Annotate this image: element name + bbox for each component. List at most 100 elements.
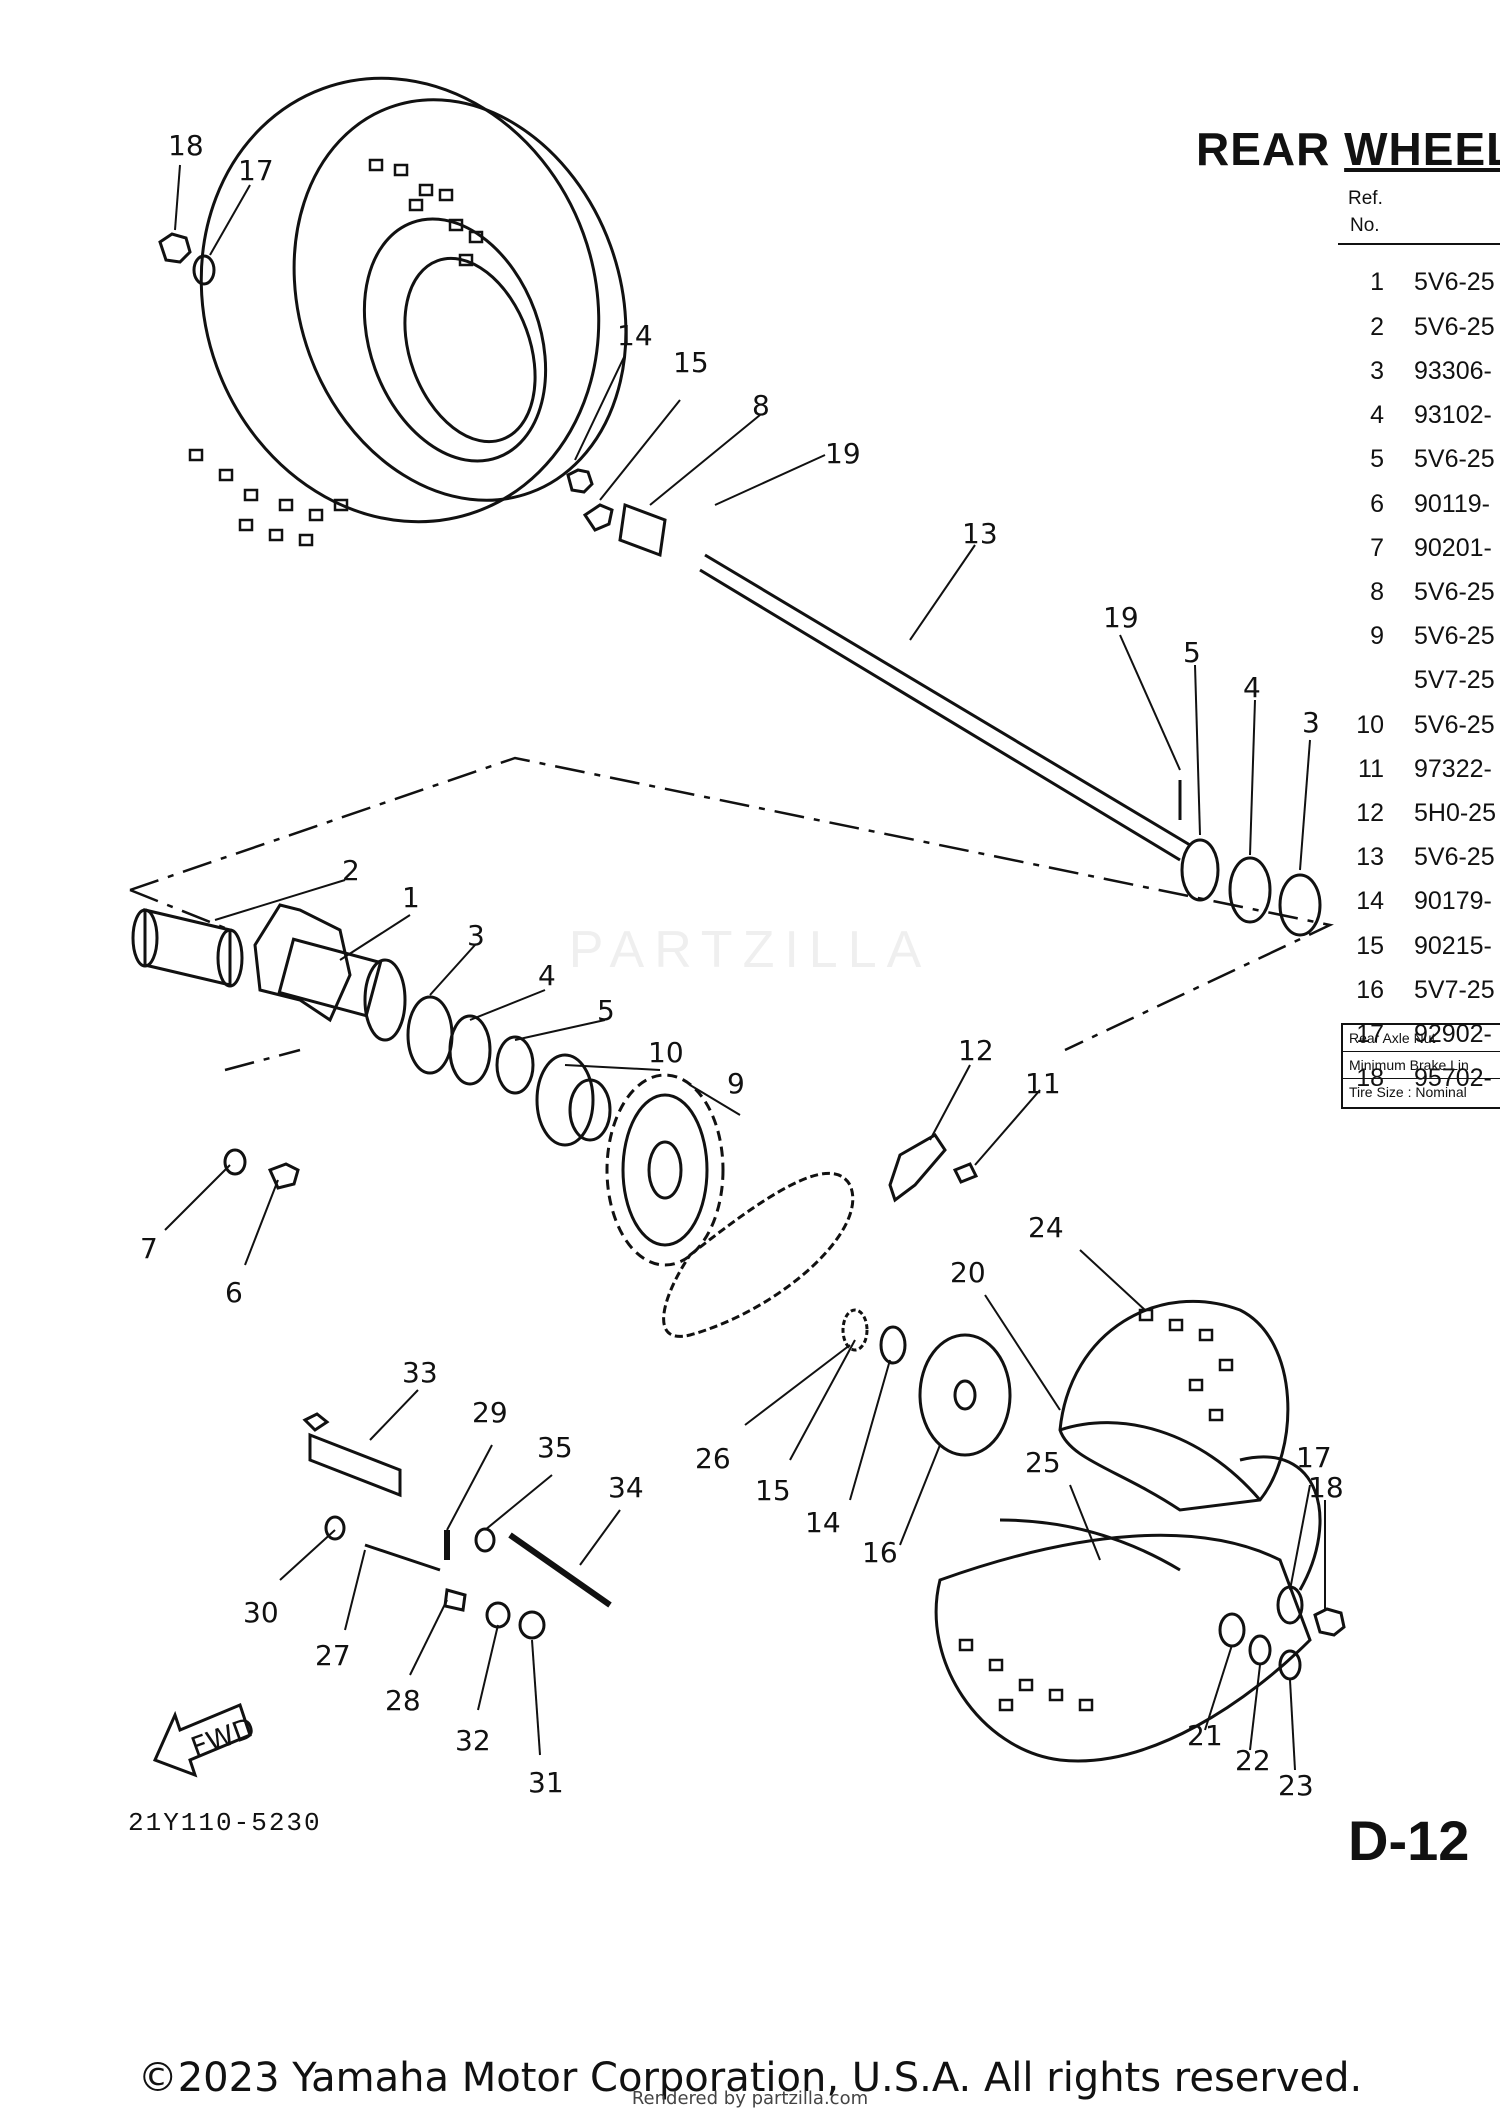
callout: 30	[243, 1596, 279, 1629]
tire-right-rim-front	[1058, 1299, 1290, 1512]
washer-32	[485, 1601, 511, 1629]
drive-sprocket-15	[841, 1308, 869, 1352]
nut-14	[879, 1325, 907, 1365]
washer-35	[474, 1527, 496, 1553]
callout: 21	[1187, 1719, 1223, 1752]
ref-number: 12	[1356, 799, 1384, 827]
bolt-34	[508, 1532, 612, 1608]
bearing-5-left	[495, 1035, 535, 1095]
rear-axle	[566, 468, 1191, 862]
bracket-12	[888, 1133, 947, 1203]
washer-30	[324, 1515, 346, 1541]
ref-header: Ref.	[1348, 188, 1383, 209]
callout: 6	[225, 1276, 243, 1309]
washer-21	[1218, 1612, 1246, 1648]
callout: 18	[168, 129, 204, 162]
callout: 18	[1308, 1471, 1344, 1504]
tire-left	[188, 76, 628, 547]
part-number: 5V6-25	[1414, 843, 1495, 871]
bolt-27	[364, 1543, 441, 1572]
bolt-11	[952, 1162, 979, 1184]
callout: 8	[752, 389, 770, 422]
callout: 12	[958, 1034, 994, 1067]
callout: 26	[695, 1442, 731, 1475]
bolt-28	[443, 1588, 467, 1612]
callout: 14	[617, 319, 653, 352]
collar-2	[131, 908, 244, 988]
nut-31	[518, 1610, 546, 1640]
callout: 16	[862, 1536, 898, 1569]
ref-number: 4	[1370, 401, 1384, 429]
ref-number: 1	[1370, 268, 1384, 296]
part-number: 97322-	[1414, 755, 1492, 783]
rear-sprocket-9	[605, 1073, 725, 1267]
ref-number: 7	[1370, 534, 1384, 562]
callout: 33	[402, 1356, 438, 1389]
part-number: 5V6-25	[1414, 313, 1495, 341]
part-number: 5V6-25	[1414, 622, 1495, 650]
rendered-by: Rendered by partzilla.com	[631, 2088, 869, 2109]
part-number: 93102-	[1414, 401, 1492, 429]
page-title: REAR WHEEL	[1196, 122, 1500, 176]
spec-line: Tire Size : Nominal	[1349, 1084, 1467, 1100]
callout: 25	[1025, 1446, 1061, 1479]
copyright: ©2023 Yamaha Motor Corporation, U.S.A. A…	[137, 2055, 1363, 2101]
ref-number: 2	[1370, 313, 1384, 341]
part-number: 5V7-25	[1414, 666, 1495, 694]
part-number: 5V6-25	[1414, 711, 1495, 739]
part-number: 5V6-25	[1414, 445, 1495, 473]
callout: 7	[140, 1232, 158, 1265]
callout: 15	[673, 346, 709, 379]
ref-number: 11	[1358, 755, 1384, 783]
part-number: 5V7-25	[1414, 976, 1495, 1004]
part-number: 90179-	[1414, 887, 1492, 915]
fwd-label: FWD	[187, 1711, 260, 1764]
callout: 13	[962, 517, 998, 550]
axle-hub-1	[253, 903, 407, 1042]
ref-number: 8	[1370, 578, 1384, 606]
callout: 28	[385, 1684, 421, 1717]
callout: 29	[472, 1396, 508, 1429]
callout: 35	[537, 1431, 573, 1464]
washer-22	[1248, 1634, 1272, 1666]
nut-23	[1278, 1649, 1302, 1681]
ref-number: 13	[1356, 843, 1384, 871]
part-number: 90215-	[1414, 932, 1492, 960]
fwd-arrow-icon	[152, 1702, 252, 1778]
callout: 32	[455, 1724, 491, 1757]
callout: 2	[342, 854, 360, 887]
drive-chain-26	[662, 1172, 855, 1338]
callout: 3	[467, 919, 485, 952]
seal-3-left	[406, 995, 454, 1075]
callout: 4	[538, 959, 556, 992]
title-underlined: WHEEL	[1344, 123, 1500, 175]
callout: 20	[950, 1256, 986, 1289]
callout: 5	[1183, 636, 1201, 669]
part-number: 90201-	[1414, 534, 1492, 562]
nut-18-top	[158, 232, 216, 286]
callout-numbers: 18 17 14 15 8 19 13 19 5 4 3 2 1 3 4 5 1…	[140, 129, 1344, 1802]
ref-number: 3	[1370, 357, 1384, 385]
washer-7	[223, 1148, 247, 1176]
callout: 31	[528, 1766, 564, 1799]
ref-number: 6	[1370, 490, 1384, 518]
callout: 3	[1302, 706, 1320, 739]
ref-number: 14	[1356, 887, 1384, 915]
brake-bracket-33	[302, 1412, 402, 1498]
callout: 1	[402, 881, 420, 914]
bearing-4-left	[448, 1014, 492, 1086]
callout: 27	[315, 1639, 351, 1672]
callout: 22	[1235, 1744, 1271, 1777]
callout: 4	[1243, 671, 1261, 704]
spec-box: Rear Axle Nut Minimum Brake Lin Tire Siz…	[1341, 1023, 1500, 1109]
callout: 11	[1025, 1067, 1061, 1100]
ref-number: 5	[1370, 445, 1384, 473]
callout: 19	[1103, 601, 1139, 634]
callout: 17	[1296, 1441, 1332, 1474]
callout: 14	[805, 1506, 841, 1539]
drawing-code: 21Y110-5230	[128, 1808, 322, 1838]
sprocket-hub-10	[535, 1053, 612, 1147]
part-number: 5V6-25	[1414, 268, 1495, 296]
tire-right-rim-rear	[934, 1455, 1322, 1763]
ref-number: 16	[1356, 976, 1384, 1004]
